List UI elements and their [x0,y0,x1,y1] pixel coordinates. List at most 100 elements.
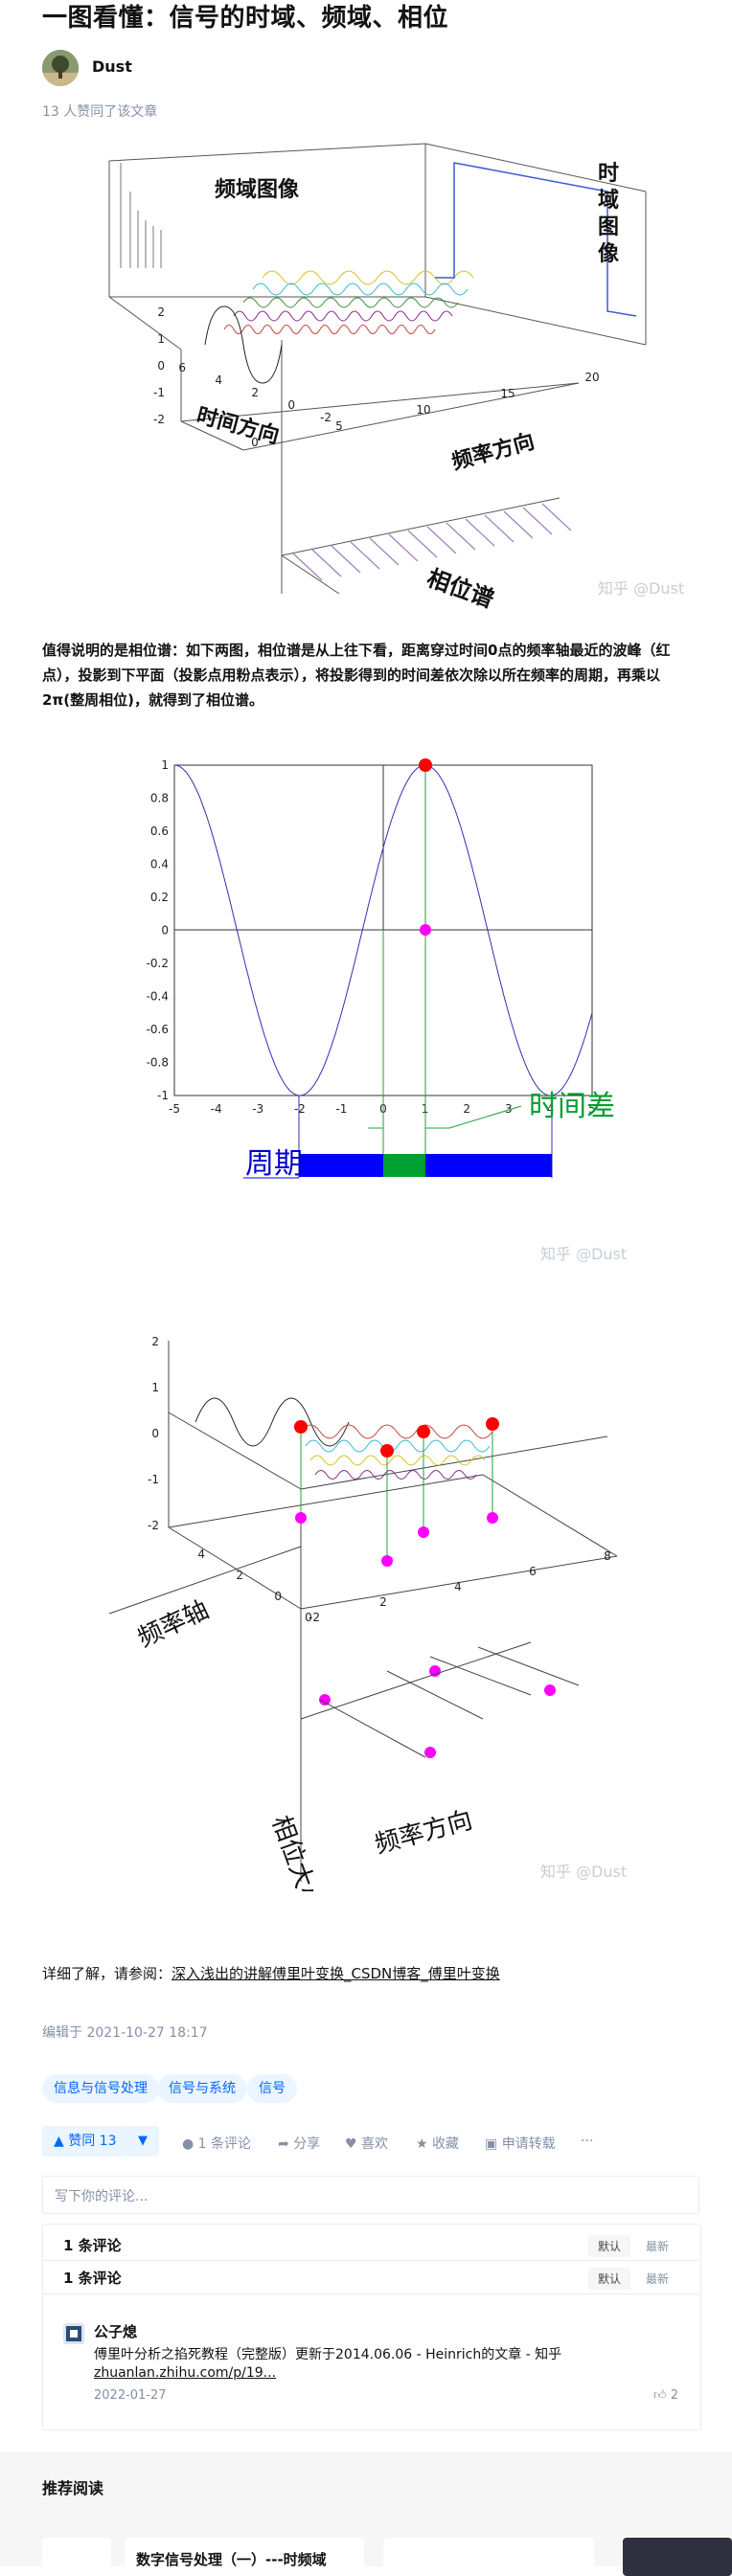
phase-spectrum-label: 相位谱 [423,564,497,613]
phase-line [311,549,342,577]
x-tick-label: 5 [588,1102,596,1116]
y-tick-label: 0 [151,1427,159,1440]
article-paragraph: 值得说明的是相位谱：如下两图，相位谱是从上往下看，距离穿过时间0点的频率轴最近的… [42,642,671,709]
recommended-card-2[interactable] [383,2538,594,2576]
y-tick-label: -2 [153,413,165,426]
y-tick-label: 0.8 [150,792,169,805]
phase-size-label: 相位大小 [265,1812,327,1891]
phase-line [484,514,515,543]
freq-direction-label: 频率方向 [449,429,538,475]
sort-default-button[interactable]: 默认 [588,2235,631,2257]
vote-up-button[interactable]: ▲ 赞同 13 [42,2126,128,2157]
y-tick-label: -0.6 [147,1023,169,1036]
recommended-card-title: 数字信号处理（一）---时频域 [136,2551,327,2568]
x-tick-label: 2 [463,1102,470,1116]
phase-line [407,530,438,558]
peak-red-point [294,1420,308,1434]
recommended-heading: 推荐阅读 [42,2479,104,2497]
star-icon: ★ [416,2136,433,2152]
tag-signal[interactable]: 信号 [247,2074,297,2103]
f-tick-label: 20 [584,371,599,384]
comment-button[interactable]: ● 1 条评论 [182,2136,252,2152]
x-tick-label: -2 [294,1102,306,1116]
phase-line [541,503,572,531]
peak-red-point [380,1444,394,1457]
reference-link[interactable]: 深入浅出的讲解傅里叶变换_CSDN博客_傅里叶变换 [172,1965,500,1982]
phase-line [292,553,323,581]
commenter-name[interactable]: 公子熄 [94,2323,138,2340]
projection-pink-point [319,1694,331,1706]
thumbs-up-icon: 👍︎ [653,2388,671,2403]
freq-direction-label: 频率方向 [372,1806,475,1860]
comment-like-button[interactable]: 👍︎ 2 [653,2388,678,2403]
f-tick-label: 10 [416,403,430,417]
x-tick-label: 4 [547,1102,555,1116]
share-button[interactable]: ➦ 分享 [278,2136,321,2152]
peak-red-point [417,1425,430,1438]
f-tick-label: 5 [335,419,343,433]
comment-date: 2022-01-27 [94,2388,167,2403]
phase-line [331,545,361,574]
y-tick-label: 2 [157,305,165,319]
sort-default-button-2[interactable]: 默认 [588,2268,631,2290]
sort-latest-button[interactable]: 最新 [646,2240,670,2253]
phase-line [503,510,534,539]
t-tick-label: 2 [251,386,259,399]
author-avatar[interactable] [42,50,79,86]
timediff-label: 时间差 [529,1090,615,1123]
y-tick-label: -1 [148,1473,159,1486]
x-tick-label: -4 [211,1102,222,1116]
recommended-card-thumb[interactable] [42,2538,111,2576]
tag-signals-systems[interactable]: 信号与系统 [157,2074,247,2103]
y-tick-label: 1 [157,332,165,346]
f-tick-label: 15 [500,387,515,400]
tag-signal-processing[interactable]: 信息与信号处理 [42,2074,159,2103]
t-tick-label: 0 [287,398,295,412]
f-tick-label: 6 [529,1565,537,1578]
more-button[interactable]: ··· [581,2134,594,2149]
period-label: 周期 [245,1147,303,1181]
divider [42,2260,699,2261]
y-tick-label: -2 [148,1519,159,1532]
recommended-card[interactable]: 数字信号处理（一）---时频域 [125,2538,364,2576]
heart-icon: ♥ [345,2136,362,2152]
freq-axis-label: 频率轴 [133,1595,213,1653]
t-tick-label: -2 [309,1611,320,1624]
projection-pink-point [420,924,431,936]
y-tick-label: -0.2 [147,957,169,970]
reference-line: 详细了解，请参阅：深入浅出的讲解傅里叶变换_CSDN博客_傅里叶变换 [42,1963,500,1983]
vote-down-button[interactable]: ▼ [126,2126,159,2157]
phase-line [369,537,400,566]
t-tick-label: -2 [320,411,332,424]
sort-latest-button-2[interactable]: 最新 [646,2272,670,2286]
t-tick-label: 4 [215,373,222,387]
t-tick-label: 0 [274,1590,282,1603]
projection-pink-point [544,1684,556,1696]
y-tick-label: 0 [161,924,169,938]
edited-time: 编辑于 2021-10-27 18:17 [42,2025,208,2041]
commenter-avatar[interactable] [63,2323,84,2344]
comment-link[interactable]: zhuanlan.zhihu.com/p/19... [94,2365,277,2381]
f-tick-label: 0 [305,1611,312,1624]
projection-pink-point [418,1526,429,1538]
y-tick-label: -0.4 [147,990,169,1004]
x-tick-label: 3 [505,1102,513,1116]
y-tick-label: 0 [157,359,165,373]
comment-input[interactable]: 写下你的评论... [42,2176,699,2214]
recommended-section [0,2452,732,2566]
y-tick-label: -0.8 [147,1056,169,1070]
t-tick-label: 2 [236,1569,243,1582]
share-icon: ➦ [278,2136,294,2152]
collect-button[interactable]: ★ 收藏 [416,2136,460,2152]
author-name[interactable]: Dust [92,57,132,76]
reprint-button[interactable]: ▣ 申请转载 [485,2136,556,2152]
x-tick-label: -3 [252,1102,263,1116]
recommended-card-3[interactable] [623,2538,732,2576]
projection-pink-point [429,1665,441,1677]
timediff-bar [383,1154,425,1177]
like-button[interactable]: ♥ 喜欢 [345,2136,389,2152]
phase-line [522,507,553,535]
